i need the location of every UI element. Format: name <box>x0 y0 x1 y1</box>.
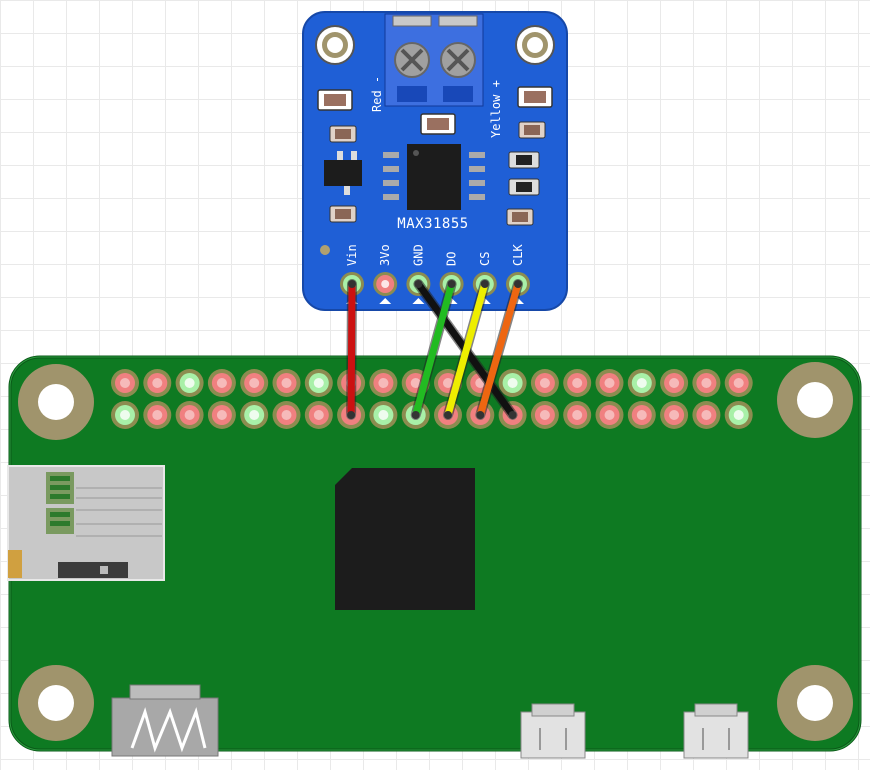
gpio-pin <box>272 369 301 397</box>
capacitor <box>518 121 546 139</box>
gpio-pin <box>369 369 398 397</box>
gpio-pin <box>369 401 398 429</box>
gpio-pin <box>304 401 333 429</box>
wire-clk <box>475 279 523 420</box>
diode <box>508 151 540 169</box>
mini-hdmi-port <box>111 684 219 757</box>
wire-cs <box>443 279 490 420</box>
mounting-hole-bottom-right <box>777 665 853 741</box>
max31855-chip <box>383 144 485 210</box>
gpio-pin <box>304 369 333 397</box>
gpio-pin <box>660 369 689 397</box>
sensor-pin-label-clk: CLK <box>511 244 525 266</box>
capacitor <box>329 125 357 143</box>
gpio-pin <box>143 401 172 429</box>
gpio-pin <box>175 369 204 397</box>
gpio-pin <box>627 401 656 429</box>
resistor <box>517 86 553 108</box>
gpio-pin <box>240 401 269 429</box>
gpio-pin <box>563 401 592 429</box>
sensor-pin-label-cs: CS <box>478 252 492 266</box>
gpio-pin <box>111 401 139 429</box>
red-terminal-label: Red - <box>370 76 384 112</box>
gpio-pin <box>595 401 624 429</box>
gpio-pin <box>627 369 656 397</box>
gpio-pin <box>692 401 721 429</box>
sensor-pin-label-gnd: GND <box>411 244 425 266</box>
gpio-pin <box>595 369 624 397</box>
wire-do <box>410 279 457 420</box>
mounting-hole-top-left <box>18 364 94 440</box>
sensor-pin-label-3vo: 3Vo <box>378 244 392 266</box>
gpio-pin <box>207 369 236 397</box>
soc-chip <box>335 468 475 610</box>
micro-usb-port-1 <box>520 703 586 759</box>
capacitor <box>506 208 534 226</box>
sensor-pin-label-vin: Vin <box>345 244 359 266</box>
gpio-pin <box>240 369 269 397</box>
micro-usb-port-2 <box>683 703 749 759</box>
wire-vin <box>346 279 357 420</box>
sensor-pin-label-do: DO <box>445 252 459 266</box>
thermocouple-terminal-block <box>384 13 484 107</box>
sensor-pin-3vo <box>373 272 398 304</box>
gpio-pin <box>498 369 527 397</box>
resistor <box>420 113 456 135</box>
gpio-pin <box>175 401 204 429</box>
gpio-pin <box>530 369 559 397</box>
breakout-mount-hole-right <box>515 25 555 65</box>
diode <box>508 178 540 196</box>
gpio-pin <box>724 369 753 397</box>
resistor <box>317 89 353 111</box>
capacitor <box>329 205 357 223</box>
gpio-header <box>111 369 753 429</box>
mounting-hole-top-right <box>777 362 853 438</box>
max31855-breakout-board: Red - Yellow + <box>302 11 568 311</box>
gpio-pin <box>111 369 139 397</box>
raspberry-pi-zero-board <box>7 355 862 759</box>
chip-label: MAX31855 <box>397 216 468 232</box>
micro-sd-slot <box>7 465 165 581</box>
voltage-regulator <box>324 151 362 195</box>
gpio-pin <box>530 401 559 429</box>
breakout-mount-hole-left <box>315 25 355 65</box>
gpio-pin <box>207 401 236 429</box>
gpio-pin <box>563 369 592 397</box>
gpio-pin <box>724 401 753 429</box>
gpio-pin <box>143 369 172 397</box>
gpio-pin <box>272 401 301 429</box>
mounting-hole-bottom-left <box>18 665 94 741</box>
yellow-terminal-label: Yellow + <box>489 80 503 138</box>
gpio-pin <box>692 369 721 397</box>
wire-group <box>346 279 523 420</box>
gpio-pin <box>660 401 689 429</box>
